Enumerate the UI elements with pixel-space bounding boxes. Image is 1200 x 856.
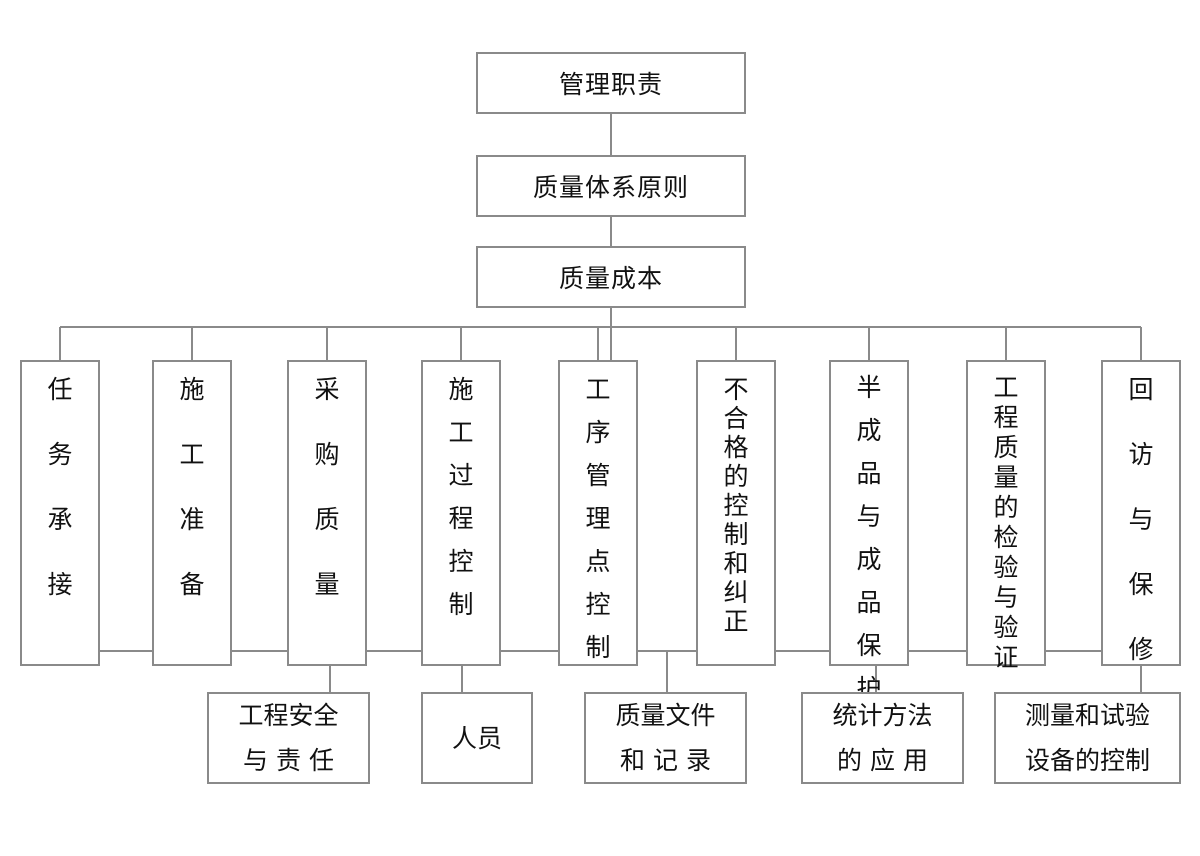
element-box-char: 任 [47,375,73,404]
support-box-line: 的 应 用 [837,746,928,775]
support-box-line: 测量和试验 [1024,701,1150,730]
element-box-char: 制 [723,520,749,549]
support-box-4: 统计方法的 应 用 [801,692,964,784]
element-box-9: 回访与保修 [1101,360,1181,666]
element-box-char: 证 [993,643,1019,672]
element-box-char: 过 [448,461,474,490]
element-box-1: 任务承接 [20,360,100,666]
element-box-char: 程 [448,504,474,533]
element-box-char: 务 [47,440,73,469]
element-box-char: 品 [856,459,882,488]
element-box-char: 购 [314,440,340,469]
element-box-7: 半成品与成品保护 [829,360,909,701]
element-box-char: 合 [723,404,749,433]
element-box-char: 的 [723,462,749,491]
element-box-char: 与 [856,502,882,531]
element-box-char: 不 [723,375,749,404]
element-box-char: 工 [585,375,611,404]
element-box-char: 制 [585,633,611,662]
element-box-char: 的 [993,493,1019,522]
element-box-char: 工 [448,418,474,447]
support-box-3: 质量文件和 记 录 [584,692,747,784]
element-box-char: 访 [1128,440,1154,469]
element-box-char: 工 [993,373,1019,402]
element-box-char: 半 [856,373,882,402]
support-box-line: 与 责 任 [243,746,334,775]
top-box-management-responsibility: 管理职责 [476,52,746,114]
element-box-char: 控 [585,590,611,619]
element-box-char: 量 [314,570,340,599]
element-box-char: 接 [47,570,73,599]
element-box-char: 质 [993,433,1019,462]
element-box-char: 制 [448,590,474,619]
element-box-char: 验 [993,613,1019,642]
support-box-1: 工程安全与 责 任 [207,692,370,784]
top-box-label: 管理职责 [558,70,663,99]
element-box-char: 采 [314,375,340,404]
support-box-2: 人员 [421,692,533,784]
top-box-quality-cost: 质量成本 [476,246,746,308]
element-box-char: 控 [448,547,474,576]
element-box-8: 工程质量的检验与验证 [966,360,1046,670]
element-box-4: 施工过程控制 [421,360,501,666]
element-box-char: 纠 [723,578,749,607]
element-box-char: 程 [993,403,1019,432]
top-box-label: 质量成本 [558,264,663,293]
element-box-char: 格 [723,433,749,462]
element-box-char: 回 [1128,375,1154,404]
element-box-char: 与 [993,583,1019,612]
element-box-char: 量 [993,463,1019,492]
support-box-line: 设备的控制 [1024,746,1150,775]
element-box-6: 不合格的控制和纠正 [696,360,776,666]
element-box-char: 检 [993,523,1019,552]
support-box-line: 和 记 录 [620,746,711,775]
element-box-char: 控 [723,491,749,520]
element-box-char: 修 [1128,635,1154,664]
element-box-char: 验 [993,553,1019,582]
element-box-char: 保 [856,631,882,660]
top-box-quality-system-principles: 质量体系原则 [476,155,746,217]
element-box-char: 施 [179,375,205,404]
element-box-char: 保 [1128,570,1154,599]
element-box-char: 理 [585,504,611,533]
element-box-char: 与 [1128,505,1154,534]
element-box-3: 采购质量 [287,360,367,666]
element-box-char: 施 [448,375,474,404]
element-box-2: 施工准备 [152,360,232,666]
element-box-char: 点 [585,547,611,576]
top-box-label: 质量体系原则 [532,173,689,202]
element-box-char: 成 [856,416,882,445]
element-box-char: 管 [585,461,611,490]
element-box-char: 成 [856,545,882,574]
element-box-5: 工序管理点控制 [558,360,638,666]
element-box-char: 备 [179,570,205,599]
element-box-char: 质 [314,505,340,534]
element-box-char: 工 [179,440,205,469]
support-box-line: 质量文件 [615,701,716,730]
element-box-char: 正 [723,607,749,636]
element-box-char: 序 [585,418,611,447]
support-box-line: 工程安全 [238,701,339,730]
support-box-line: 人员 [451,723,502,753]
element-box-char: 准 [179,505,205,534]
element-box-char: 和 [723,549,749,578]
element-box-char: 品 [856,588,882,617]
support-box-5: 测量和试验设备的控制 [994,692,1181,784]
element-box-char: 承 [47,505,73,534]
support-box-line: 统计方法 [832,701,933,730]
